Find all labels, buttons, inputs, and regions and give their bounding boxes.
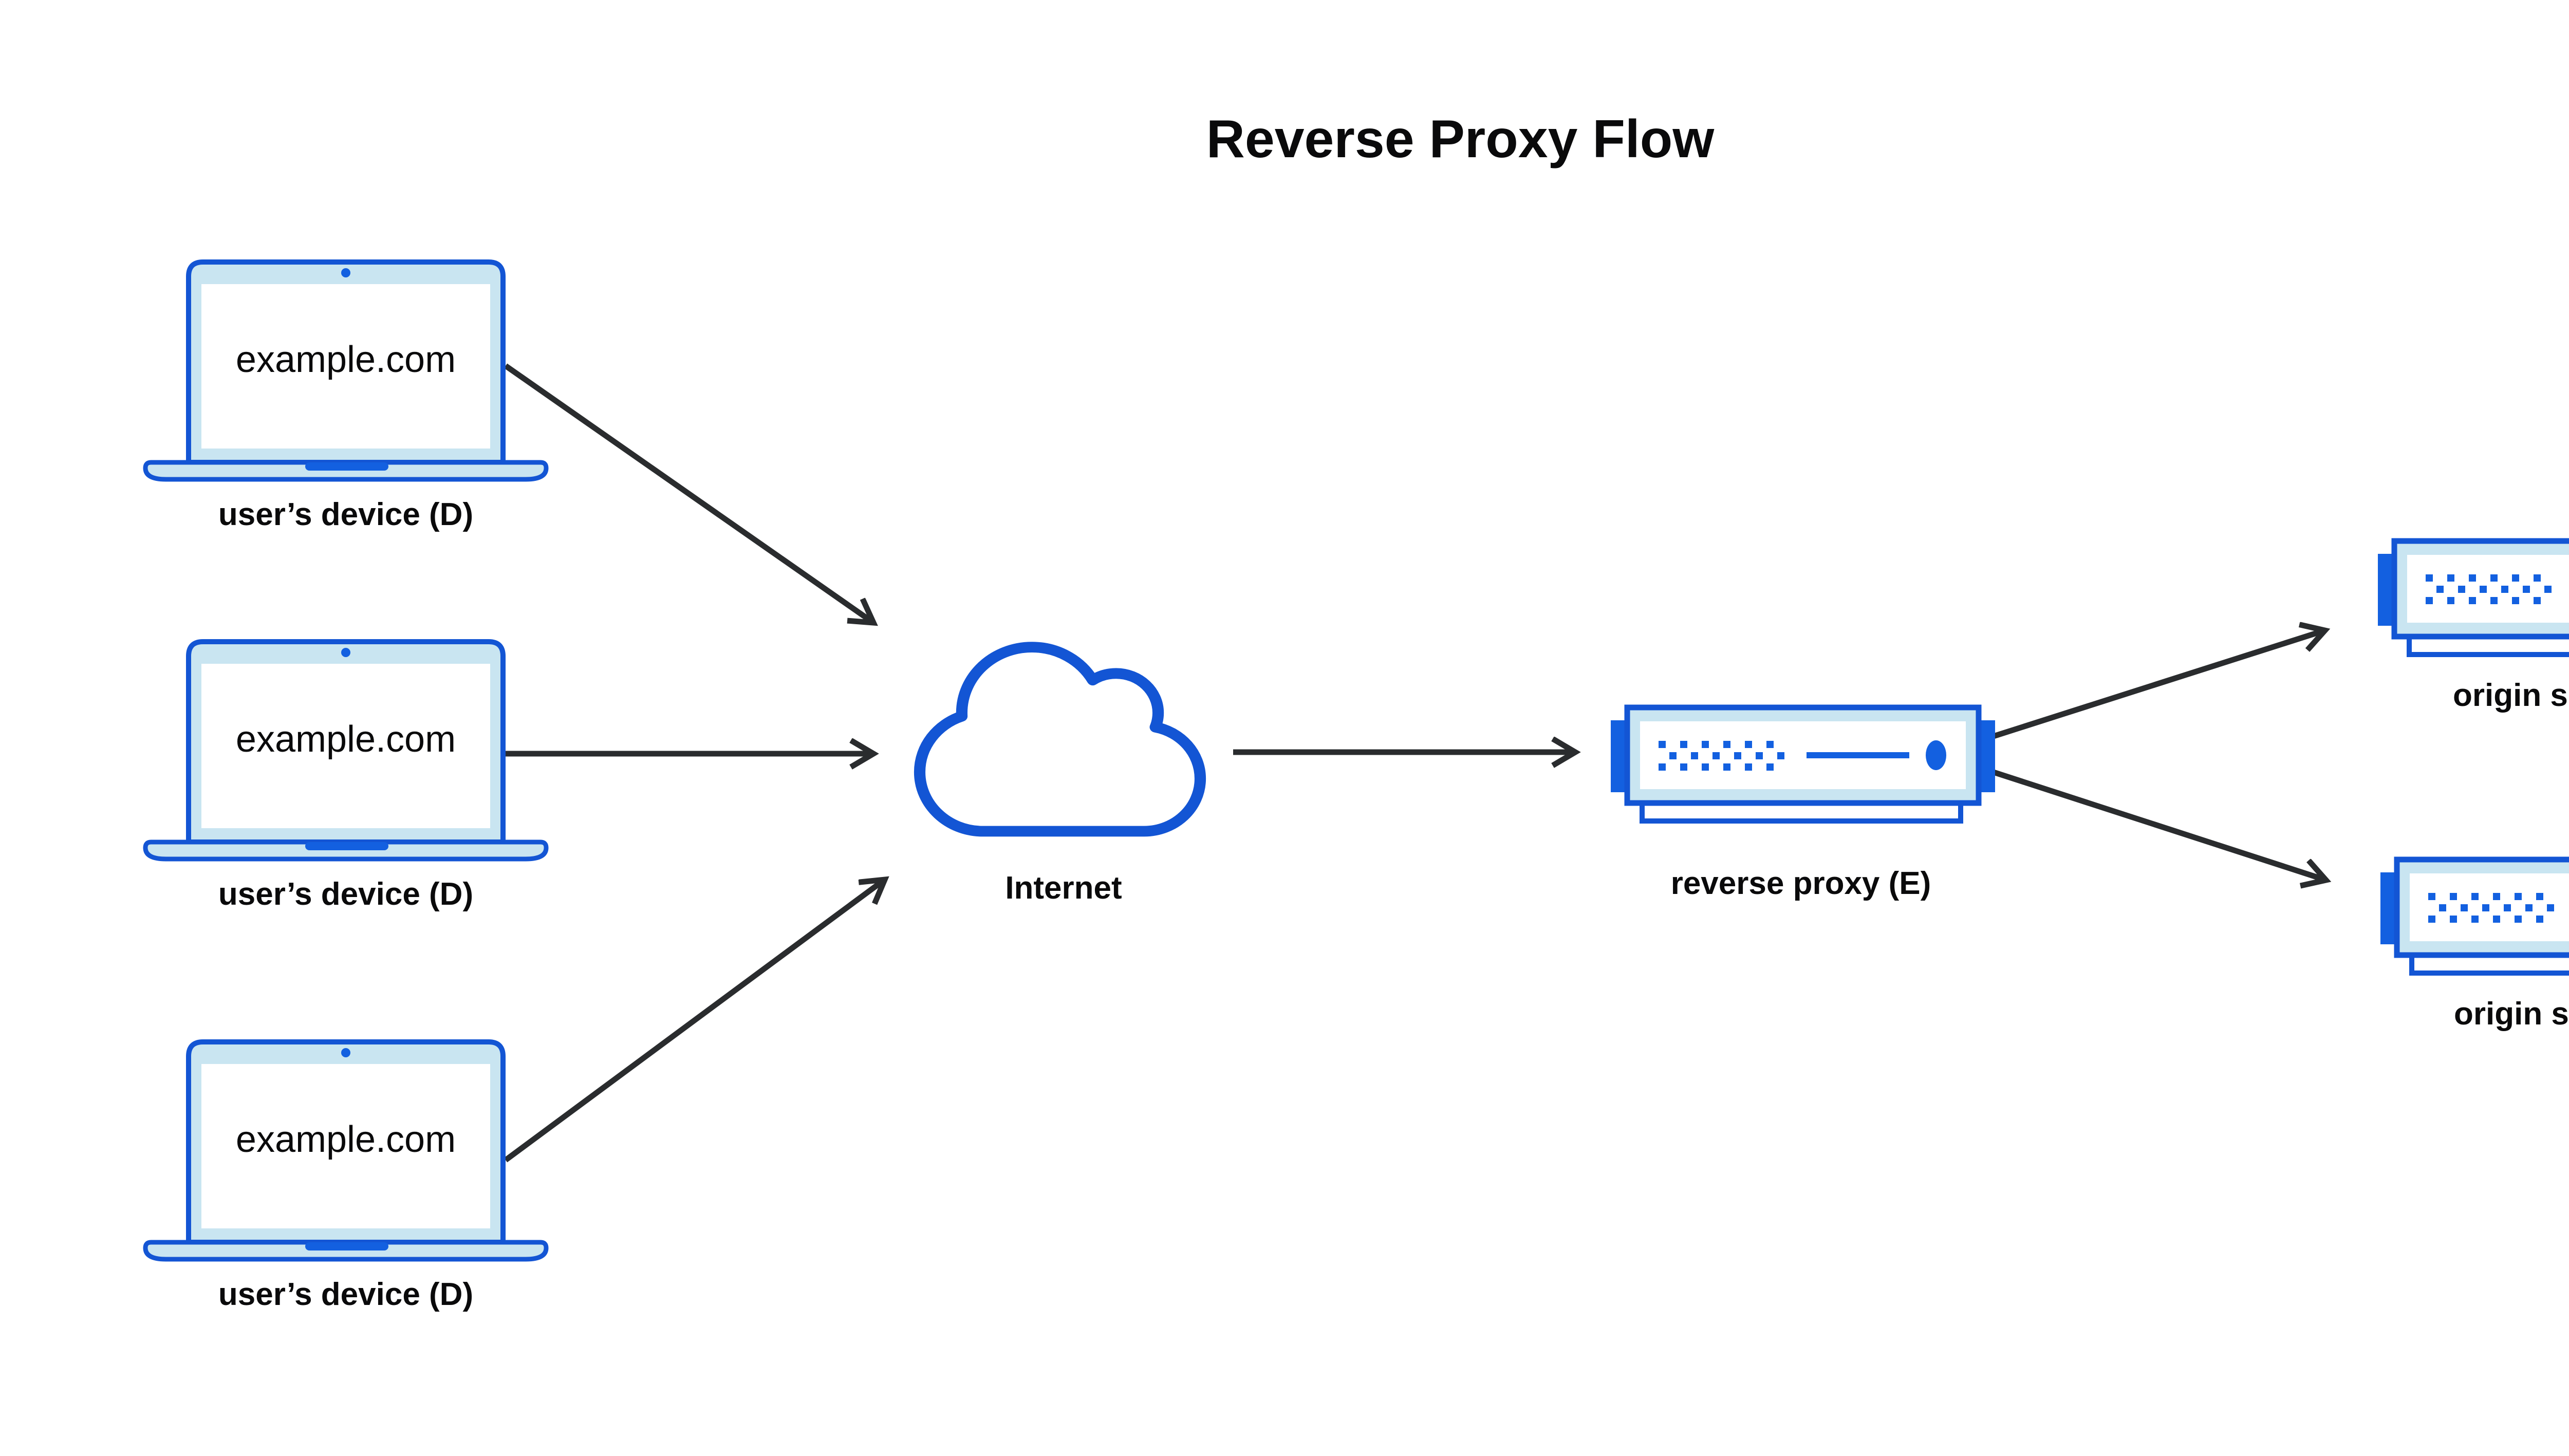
origin-server-icon [2380,860,2569,973]
arrow-device3-to-internet [504,880,885,1163]
origin-server-label: origin server (F) [2453,678,2569,713]
arrow-proxy-to-origin2 [1993,769,2326,880]
cloud-icon [914,642,1206,837]
internet-node: Internet [914,642,1206,906]
flow-arrows [504,363,2326,1163]
user-device-3: example.com user’s device (D) [145,1042,546,1312]
reverse-proxy-icon [1611,707,1995,821]
device-label: user’s device (D) [218,876,473,912]
origin-server-icon [2378,541,2569,655]
device-screen-url: example.com [236,719,456,760]
user-device-2: example.com user’s device (D) [145,642,546,912]
arrow-device1-to-internet [504,363,873,623]
internet-label: Internet [1005,870,1122,906]
page-title: Reverse Proxy Flow [1206,109,1715,169]
origin-server-label: origin server (F) [2454,996,2569,1032]
device-screen-url: example.com [236,1119,456,1160]
arrow-proxy-to-origin1 [1993,630,2325,739]
device-screen-url: example.com [236,339,456,380]
user-device-1: example.com user’s device (D) [145,262,546,532]
device-label: user’s device (D) [218,497,473,532]
origin-server-2: origin server (F) [2380,860,2569,1032]
reverse-proxy-node: reverse proxy (E) [1611,707,1995,901]
origin-server-1: origin server (F) [2378,541,2569,713]
device-label: user’s device (D) [218,1277,473,1312]
reverse-proxy-label: reverse proxy (E) [1671,866,1931,901]
